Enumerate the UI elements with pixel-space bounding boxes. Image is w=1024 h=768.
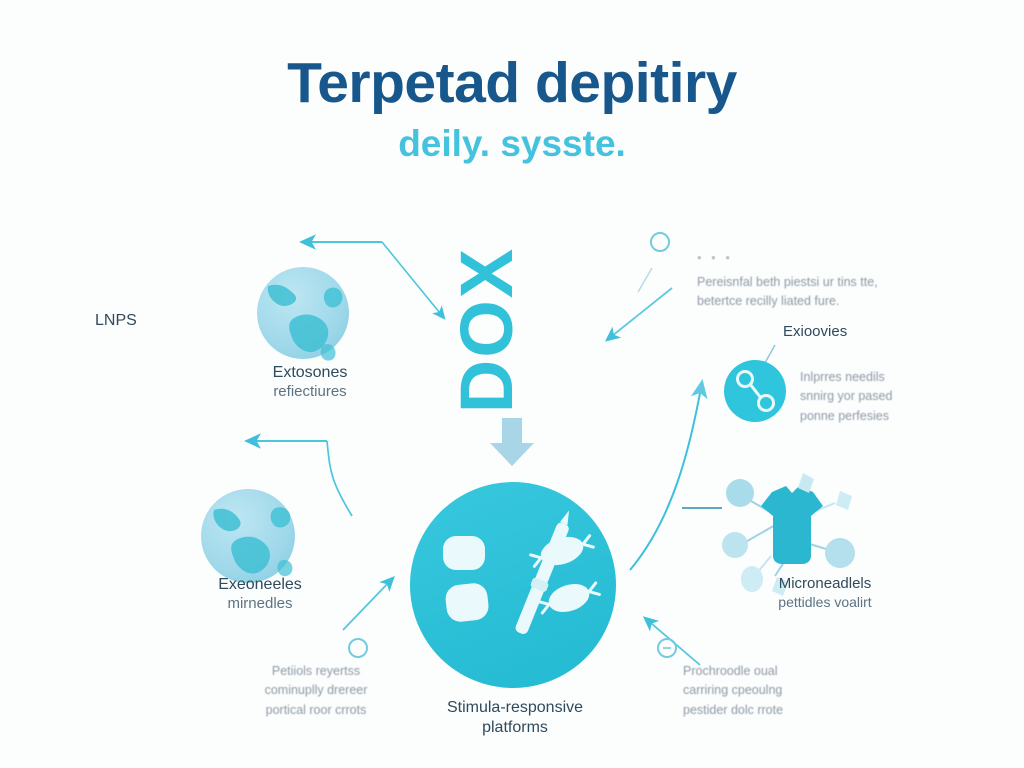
blurb-bottom-right-line3: pestider dolc rrote <box>683 702 784 717</box>
arrow-center-to-right <box>629 379 708 571</box>
center-caption-line1: Stimula-responsive <box>446 699 584 716</box>
blurb-right-middle-line1: Inlprres needils <box>800 370 885 384</box>
arrow-right-to-center <box>642 616 701 666</box>
drug-delivery-platform-icon <box>410 482 616 688</box>
page-subtitle: deily. sysste. <box>398 122 626 164</box>
arrow-to-exosome-bottom <box>244 433 353 517</box>
globe-icon-top <box>257 267 349 361</box>
lnps-label: LNPS <box>95 312 137 329</box>
down-arrow-icon <box>490 418 534 466</box>
exosome-top-caption-line2: refiectiures <box>273 383 347 400</box>
blurb-bottom-right-line2: carriring cpeoulng <box>683 683 783 698</box>
exosome-top-caption-line1: Extosones <box>272 364 348 381</box>
blurb-right-middle-line2: snnirg yor pased <box>800 389 893 404</box>
blurb-bottom-right-line1: Prochroodle oual <box>683 664 778 678</box>
center-caption-line2: platforms <box>482 719 548 736</box>
blurb-bottom-right: Prochroodle oual carriring cpeoulng pest… <box>683 662 843 720</box>
blurb-bottom-left-line2: cominuplly drereer <box>264 683 368 698</box>
microneedle-caption: Microneadlels pettidles voalirt <box>705 575 945 611</box>
molecule-dumbbell-icon <box>724 360 786 422</box>
blurb-top-right-line2: betertce recilly liated fure. <box>697 294 840 309</box>
exosome-bottom-caption-line2: mirnedles <box>227 595 293 612</box>
blurb-top-right: • • • Pereisnfal beth piestsi ur tins tt… <box>697 250 932 312</box>
arrow-topright-inward <box>604 287 673 342</box>
circle-outline-icon-topright <box>650 232 670 252</box>
blurb-bottom-left-line3: portical roor crrots <box>265 702 367 717</box>
arrow-to-exosome-top <box>299 234 446 320</box>
blurb-right-middle-line3: ponne perfesies <box>800 408 889 423</box>
microneedle-caption-line2: pettidles voalirt <box>778 593 872 610</box>
leader-line-topright <box>637 267 653 293</box>
blurb-bottom-left: Petiiols reyertss cominuplly drereer por… <box>236 662 396 720</box>
exosome-right-heading: Exioovies <box>783 323 848 340</box>
center-caption: Stimula-responsive platforms <box>390 698 640 738</box>
blurb-top-right-line1: Pereisnfal beth piestsi ur tins tte, <box>697 275 878 289</box>
circle-outline-icon-bottomleft <box>348 638 368 658</box>
blurb-right-middle: Inlprres needils snnirg yor pased ponne … <box>800 368 935 426</box>
exosome-bottom-caption: Exeoneeles mirnedles <box>150 575 370 614</box>
title-block: Terpetad depitiry deily. sysste. <box>0 51 1024 165</box>
leader-line-exosome-right <box>756 344 776 378</box>
circle-outline-icon-bottomright <box>657 638 677 658</box>
exosome-bottom-caption-line1: Exeoneeles <box>218 576 302 593</box>
blurb-bottom-left-line1: Petiiols reyertss <box>271 664 361 678</box>
blurb-top-right-dots: • • • <box>697 250 733 265</box>
page-title: Terpetad depitiry <box>287 51 737 115</box>
dox-vertical-label: DOX <box>445 247 528 413</box>
exosome-top-caption: Extosones refiectiures <box>205 363 415 402</box>
svg-text:DOX: DOX <box>445 247 528 413</box>
microneedle-caption-line1: Microneadlels <box>778 575 872 592</box>
globe-icon-bottom <box>201 489 295 583</box>
